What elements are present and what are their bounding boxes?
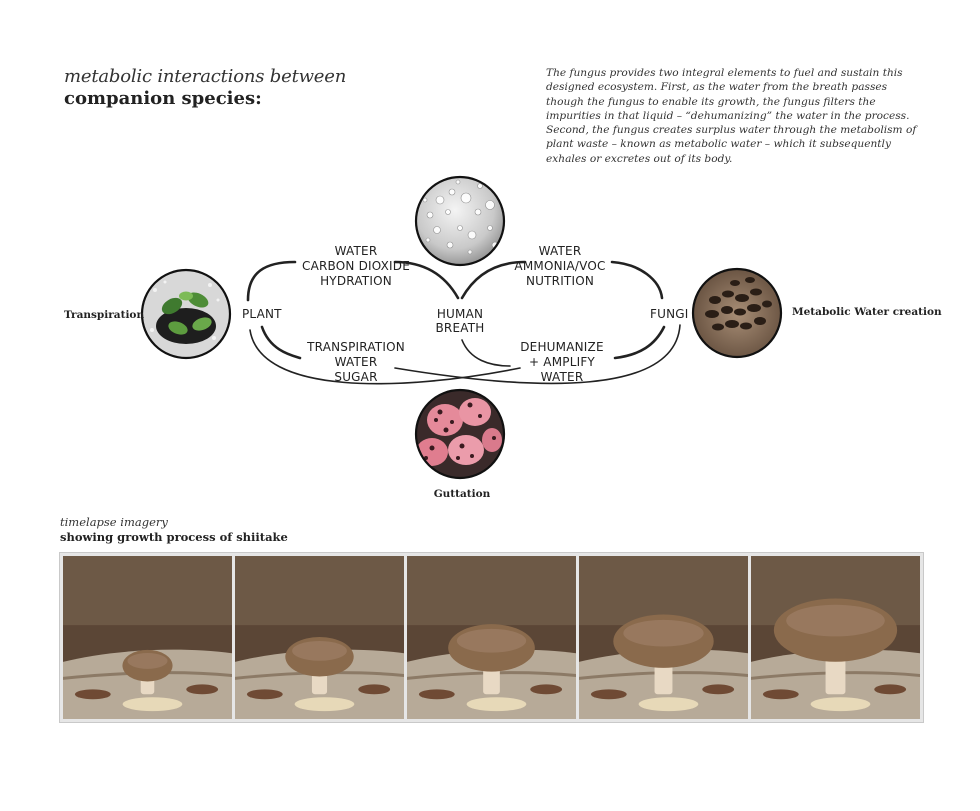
pink-mushroom-image xyxy=(416,390,504,478)
node-fungi: FUNGI xyxy=(650,307,689,321)
flow-top-left-3: HYDRATION xyxy=(320,274,392,288)
node-plant: PLANT xyxy=(242,307,282,321)
label-guttation: Guttation xyxy=(434,488,491,500)
timelapse-strip xyxy=(59,552,924,723)
water-droplets-image xyxy=(416,177,504,265)
timelapse-frame-4 xyxy=(579,556,748,719)
timelapse-frame-1 xyxy=(63,556,232,719)
curve-top-left-tail xyxy=(393,260,460,300)
title-block: metabolic interactions between companion… xyxy=(64,66,346,110)
fungal-pellets-image xyxy=(693,269,781,357)
label-transpiration: Transpiration xyxy=(64,309,144,321)
label-metabolic-water: Metabolic Water creation xyxy=(792,306,942,318)
flow-bottom-right-1: DEHUMANIZE xyxy=(520,340,604,354)
curve-human-to-fungi-top xyxy=(460,260,527,300)
flow-bottom-right-2: + AMPLIFY xyxy=(529,355,595,369)
flow-top-right-2: AMMONIA/VOC xyxy=(514,259,605,273)
flow-bottom-left-3: SUGAR xyxy=(334,370,377,384)
flow-bottom-right-3: WATER xyxy=(541,370,584,384)
curve-outer-right xyxy=(394,324,681,385)
water-droplets-border xyxy=(414,175,506,267)
timelapse-caption: timelapse imagery showing growth process… xyxy=(60,515,288,545)
flow-top-right-3: NUTRITION xyxy=(526,274,594,288)
flow-lines xyxy=(246,260,681,385)
curve-top-right-tail xyxy=(610,260,664,300)
title-line-2: companion species: xyxy=(64,88,262,109)
pink-mushroom-border xyxy=(414,388,506,480)
caption-line-1: timelapse imagery xyxy=(60,515,168,529)
flow-top-left-1: WATER xyxy=(335,244,378,258)
node-human-line1: HUMAN xyxy=(437,307,483,321)
curve-plant-lower xyxy=(260,325,302,360)
flow-bottom-left-2: WATER xyxy=(335,355,378,369)
fungal-pellets-border xyxy=(691,267,783,359)
flow-top-left-2: CARBON DIOXIDE xyxy=(302,259,410,273)
curve-human-down-right xyxy=(461,339,511,367)
metabolic-diagram: PLANT HUMAN BREATH FUNGI WATER CARBON DI… xyxy=(64,175,942,500)
seedling-image xyxy=(142,270,230,358)
timelapse-frame-5 xyxy=(751,556,920,719)
timelapse-frame-3 xyxy=(407,556,576,719)
timelapse-frame-2 xyxy=(235,556,404,719)
flow-top-right-1: WATER xyxy=(539,244,582,258)
flow-bottom-left-1: TRANSPIRATION xyxy=(306,340,405,354)
seedling-border xyxy=(140,268,232,360)
intro-paragraph: The fungus provides two integral element… xyxy=(546,67,917,165)
caption-line-2: showing growth process of shiitake xyxy=(60,530,288,544)
title-line-1: metabolic interactions between xyxy=(64,66,347,87)
curve-plant-to-human-top xyxy=(246,260,297,302)
curve-fungi-lower xyxy=(613,325,666,360)
node-human-line2: BREATH xyxy=(436,321,485,335)
curve-outer-left xyxy=(249,329,521,385)
